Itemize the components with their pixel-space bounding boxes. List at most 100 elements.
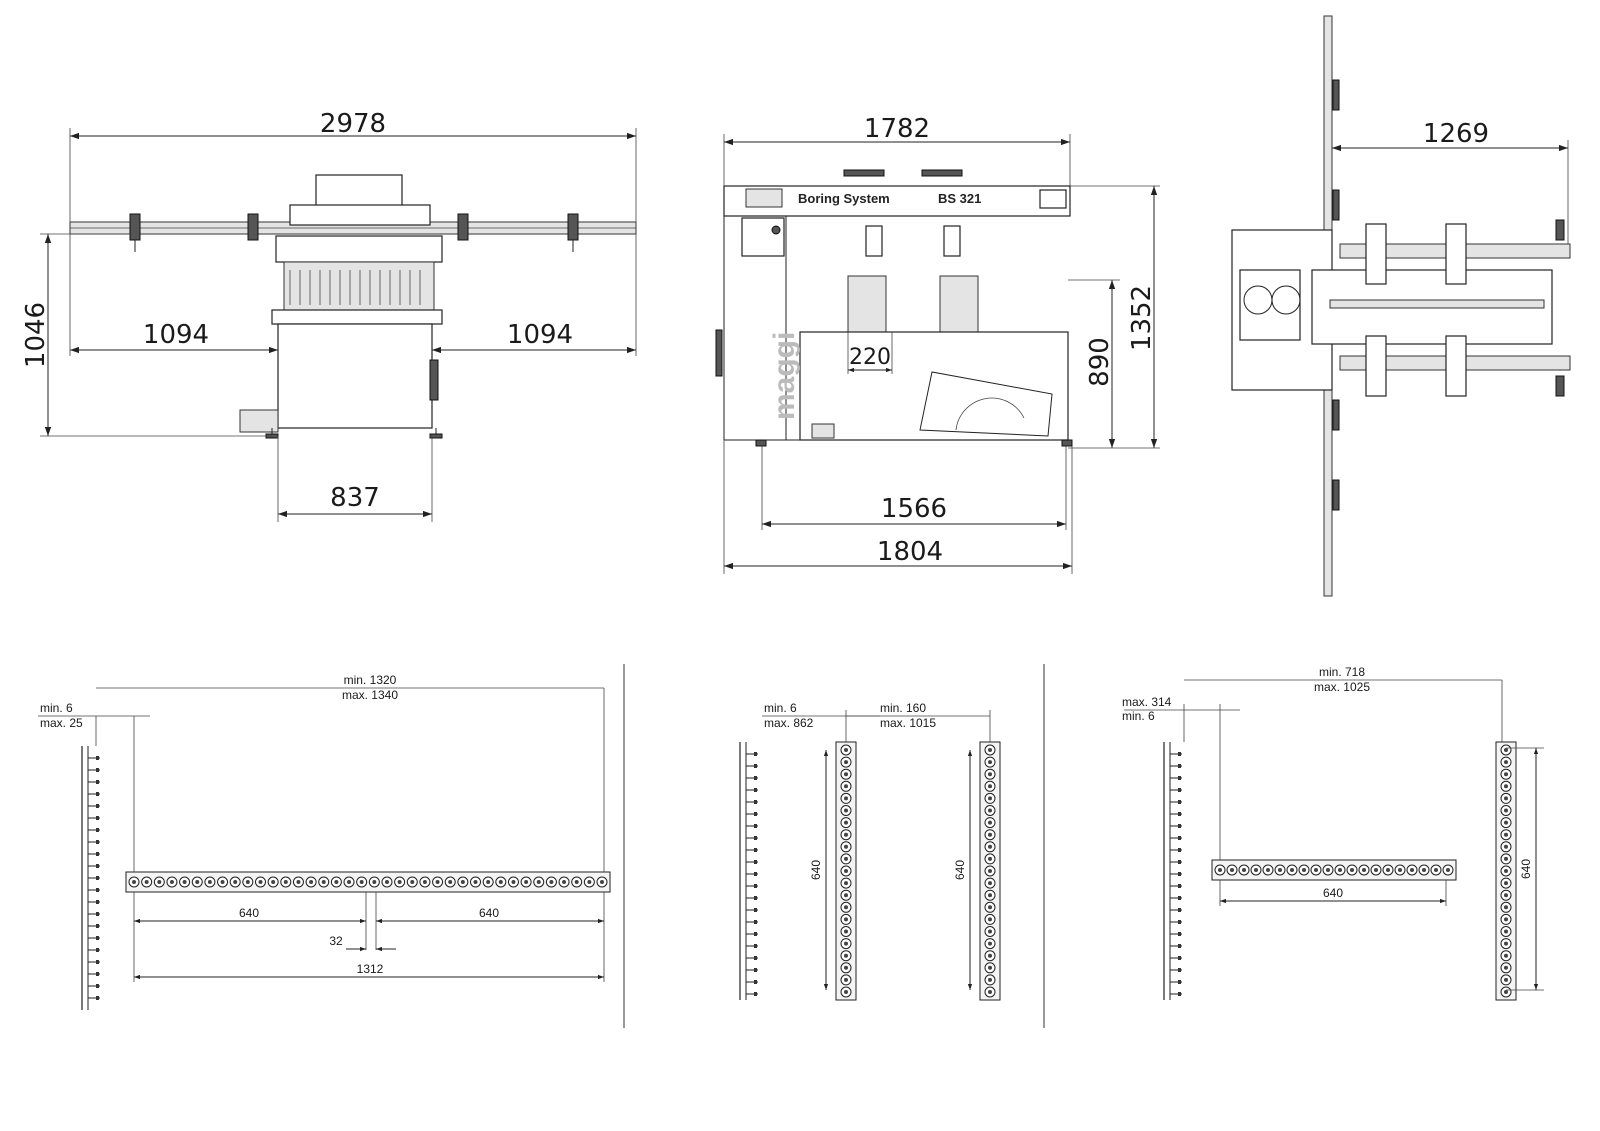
- fence-stop-tab: [96, 756, 99, 760]
- drill-spindle-core: [988, 796, 992, 801]
- dim-config-c-vbar: 640: [1506, 747, 1544, 991]
- drill-spindle-core: [233, 880, 238, 884]
- top-machine-drawing: [1231, 15, 1571, 597]
- drill-spindle-core: [844, 881, 848, 886]
- fence-stop-tab: [96, 852, 99, 856]
- config-c-fence: [1163, 742, 1182, 1000]
- dim-label-1804: 1804: [877, 537, 943, 567]
- drill-spindle-core: [157, 880, 162, 884]
- drill-spindle-core: [844, 772, 848, 777]
- drill-spindle-core: [844, 893, 848, 898]
- fence-stop-tab: [96, 768, 99, 772]
- fence-stop-tab: [754, 860, 757, 864]
- drill-spindle-core: [1504, 748, 1508, 752]
- fence-stop-tab: [754, 968, 757, 972]
- drill-spindle-core: [1504, 917, 1508, 922]
- drill-spindle-core: [372, 880, 377, 884]
- dim-label-1352: 1352: [1127, 285, 1157, 351]
- fence-stop-tab: [754, 920, 757, 924]
- drill-spindle-core: [1504, 796, 1508, 801]
- dim-front-arm-left: 1094: [69, 234, 278, 356]
- drill-spindle-core: [844, 965, 848, 970]
- config-b-640-a: 640: [809, 860, 823, 880]
- drill-spindle-core: [283, 880, 288, 884]
- dim-label-1094-left: 1094: [143, 320, 209, 350]
- drill-spindle-core: [844, 953, 848, 958]
- fence-stop-tab: [754, 848, 757, 852]
- dim-front-base-width: 837: [277, 436, 433, 522]
- drill-spindle-core: [844, 832, 848, 837]
- dim-front-arm-right: 1094: [432, 234, 637, 356]
- fence-stop-tab: [1178, 896, 1181, 900]
- drill-spindle-core: [1504, 941, 1508, 946]
- fence-stop-tab: [96, 888, 99, 892]
- drill-spindle-core: [988, 808, 992, 813]
- drill-spindle-core: [334, 880, 339, 884]
- config-a-1312: 1312: [357, 962, 384, 976]
- config-a-min-6: min. 6: [40, 701, 73, 715]
- drill-spindle-core: [1350, 868, 1354, 872]
- fence-stop-tab: [1178, 752, 1181, 756]
- fence-stop-tab: [1178, 800, 1181, 804]
- drill-spindle-core: [1504, 929, 1508, 934]
- config-b-fence: [739, 742, 758, 1000]
- drill-spindle-core: [988, 856, 992, 861]
- fence-stop-tab: [754, 956, 757, 960]
- drill-spindle-core: [988, 820, 992, 825]
- dim-front-width-total: 2978: [69, 109, 637, 222]
- dim-config-c-offset: max. 314 min. 6: [1122, 695, 1240, 860]
- dim-label-1782: 1782: [864, 114, 930, 144]
- config-a: min. 6 max. 25 min. 1320 max. 1340 640 6…: [38, 673, 611, 1010]
- drill-spindle-core: [410, 880, 415, 884]
- drill-spindle-core: [1504, 820, 1508, 825]
- drill-spindle-core: [844, 784, 848, 789]
- drill-spindle-core: [549, 880, 554, 884]
- drill-spindle-core: [988, 929, 992, 934]
- drill-spindle-core: [988, 832, 992, 837]
- drill-spindle-core: [1266, 868, 1270, 872]
- dim-top-fence-extension: 1269: [1332, 119, 1569, 244]
- drill-bar: [1211, 859, 1457, 881]
- drill-spindle-core: [844, 917, 848, 922]
- drill-spindle-core: [988, 917, 992, 922]
- model-label: BS 321: [938, 191, 981, 206]
- dim-label-220: 220: [849, 345, 891, 370]
- dim-label-890: 890: [1085, 337, 1115, 387]
- brand-label: Boring System: [798, 191, 890, 206]
- drill-spindle-core: [1504, 893, 1508, 898]
- drill-spindle-core: [1278, 868, 1282, 872]
- drill-spindle-core: [1386, 868, 1390, 872]
- config-a-640-left: 640: [239, 906, 259, 920]
- drill-spindle-core: [1504, 953, 1508, 958]
- drill-spindle-core: [844, 990, 848, 994]
- config-c-640-v: 640: [1519, 859, 1533, 879]
- fence-stop-tab: [1178, 992, 1181, 996]
- fence-stop-tab: [754, 980, 757, 984]
- fence-stop-tab: [96, 864, 99, 868]
- config-a-horizontal-bar: [125, 871, 611, 893]
- config-c-min-6: min. 6: [1122, 709, 1155, 723]
- dim-config-c-span: min. 718 max. 1025: [1184, 665, 1503, 742]
- fence-stop-tab: [1178, 980, 1181, 984]
- fence-stop-tab: [1178, 764, 1181, 768]
- fence-stop-tab: [754, 944, 757, 948]
- drill-spindle-core: [844, 905, 848, 910]
- config-c-horizontal-bar: [1211, 859, 1457, 881]
- drill-spindle-core: [988, 760, 992, 765]
- drill-spindle-core: [296, 880, 301, 884]
- config-c-min-718: min. 718: [1319, 665, 1365, 679]
- drill-spindle-core: [309, 880, 314, 884]
- drill-spindle-core: [347, 880, 352, 884]
- config-c-vertical-bar: [1495, 741, 1517, 1001]
- fence-stop-tab: [754, 824, 757, 828]
- fence-stop-tab: [96, 912, 99, 916]
- dim-side-depth-top: 1782: [723, 114, 1071, 186]
- maggi-logo: maggi: [768, 332, 801, 420]
- drill-spindle-core: [448, 880, 453, 884]
- drill-spindle-core: [988, 784, 992, 789]
- drill-spindle-core: [384, 880, 389, 884]
- fence-stop-tab: [96, 816, 99, 820]
- fence-stop-tab: [754, 800, 757, 804]
- fence-stop-tab: [754, 884, 757, 888]
